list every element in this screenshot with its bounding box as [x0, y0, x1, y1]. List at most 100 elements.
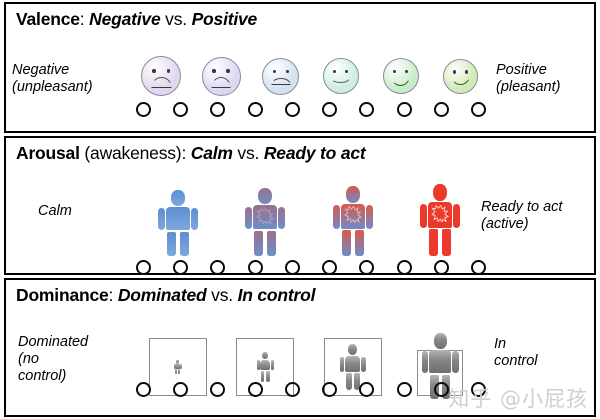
dominance-radio-9[interactable] [433, 381, 449, 397]
dom-person-head-part [348, 344, 358, 355]
arousal-low-pole: Calm [190, 143, 233, 163]
valence-separator: : [79, 9, 90, 29]
arousal-radio-4[interactable] [247, 259, 263, 275]
valence-radio-7[interactable] [359, 101, 375, 117]
dom-person-leg-l-part [175, 368, 178, 375]
dom-person-torso-part [345, 355, 361, 373]
valence-dimension: Valence [16, 9, 80, 29]
dominance-person-3 [338, 344, 367, 390]
arousal-radio-1[interactable] [136, 259, 151, 275]
dom-person-arm-l-part [339, 356, 345, 373]
dominance-cell-1 [148, 324, 207, 396]
face-eye-right-icon [405, 69, 409, 74]
valence-face-2 [201, 56, 241, 96]
dominance-radio-1[interactable] [136, 381, 151, 397]
dominance-person-2 [256, 352, 275, 382]
person-leg-r-part [354, 230, 364, 256]
valence-radio-3[interactable] [210, 101, 226, 117]
valence-title: Valence: Negative vs. Positive [16, 9, 257, 30]
face-eye-left-icon [332, 69, 337, 74]
arousal-parenthetical: (awakeness) [79, 143, 182, 163]
face-eye-right-icon [464, 70, 468, 74]
arousal-radio-9[interactable] [433, 259, 449, 275]
arousal-radio-2[interactable] [173, 259, 189, 275]
arousal-radio-5[interactable] [284, 259, 300, 275]
dominance-radio-3[interactable] [210, 381, 226, 397]
arousal-right-label: Ready to act (active) [481, 199, 563, 232]
arousal-burst-icon [343, 206, 363, 224]
valence-vs: vs. [160, 9, 192, 29]
arousal-burst-icon [256, 207, 275, 225]
arousal-person-1 [155, 190, 201, 256]
dominance-radio-4[interactable] [247, 381, 263, 397]
face-eye-right-icon [285, 69, 289, 74]
valence-face-5 [382, 58, 419, 94]
dom-person-arm-r-part [180, 363, 182, 369]
face-eye-left-icon [212, 69, 216, 73]
arousal-radio-row[interactable] [136, 258, 486, 276]
dom-person-leg-l-part [260, 370, 265, 382]
dominance-person-1 [173, 359, 183, 375]
dom-person-arm-l-part [256, 360, 260, 371]
dom-person-arm-r-part [452, 351, 459, 374]
face-eye-right-icon [226, 69, 230, 73]
person-head-part [345, 186, 360, 203]
valence-low-pole: Negative [89, 9, 161, 29]
valence-radio-5[interactable] [284, 101, 300, 117]
valence-right-label: Positive (pleasant) [496, 62, 561, 95]
valence-radio-4[interactable] [247, 101, 263, 117]
face-eye-left-icon [272, 69, 276, 74]
dominance-radio-10[interactable] [470, 381, 486, 397]
person-leg-l-part [166, 231, 176, 256]
person-head-part [170, 190, 185, 206]
person-arm-r-part [190, 208, 198, 231]
valence-radio-9[interactable] [433, 101, 449, 117]
arousal-radio-10[interactable] [470, 259, 486, 275]
person-leg-l-part [254, 230, 264, 256]
dominance-separator: : [108, 285, 118, 305]
dominance-radio-6[interactable] [322, 381, 338, 397]
dominance-radio-row[interactable] [136, 380, 486, 398]
arousal-radio-8[interactable] [396, 259, 412, 275]
face-mouth-frown-icon [150, 76, 172, 89]
face-mouth-smile-icon [451, 75, 470, 86]
valence-radio-row[interactable] [136, 100, 486, 118]
arousal-radio-7[interactable] [359, 259, 375, 275]
dom-person-arm-l-part [421, 351, 429, 374]
valence-face-6 [442, 58, 478, 94]
arousal-person-2 [242, 188, 288, 256]
valence-radio-1[interactable] [136, 101, 151, 117]
face-eye-left-icon [152, 69, 156, 73]
valence-high-pole: Positive [191, 9, 258, 29]
arousal-panel: Arousal (awakeness): Calm vs. Ready to a… [4, 136, 596, 275]
dominance-right-label: In control [494, 336, 538, 369]
arousal-radio-6[interactable] [322, 259, 338, 275]
valence-left-label: Negative (unpleasant) [12, 62, 93, 95]
dominance-panel: Dominance: Dominated vs. In control [4, 278, 596, 417]
dominance-radio-5[interactable] [284, 381, 300, 397]
face-mouth-slight-frown-icon [271, 78, 291, 86]
dominance-left-label: Dominated (no control) [18, 334, 89, 384]
arousal-high-pole: Ready to act [263, 143, 366, 163]
dominance-radio-2[interactable] [173, 381, 189, 397]
valence-radio-6[interactable] [322, 101, 338, 117]
dominance-vs: vs. [206, 285, 238, 305]
arousal-left-label: Calm [38, 203, 72, 219]
dominance-radio-8[interactable] [396, 381, 412, 397]
dom-person-head-part [262, 352, 269, 360]
dom-person-head-part [433, 333, 447, 349]
person-leg-l-part [341, 230, 351, 256]
dominance-low-pole: Dominated [117, 285, 207, 305]
dominance-title: Dominance: Dominated vs. In control [16, 285, 315, 306]
arousal-radio-3[interactable] [210, 259, 226, 275]
valence-radio-8[interactable] [396, 101, 412, 117]
dom-person-head-part [176, 359, 180, 364]
person-arm-r-part [278, 206, 286, 230]
person-torso-part [165, 206, 190, 231]
dominance-radio-7[interactable] [359, 381, 375, 397]
dom-person-arm-r-part [361, 356, 366, 373]
valence-radio-10[interactable] [470, 101, 486, 117]
valence-radio-2[interactable] [173, 101, 189, 117]
person-leg-r-part [442, 229, 452, 256]
